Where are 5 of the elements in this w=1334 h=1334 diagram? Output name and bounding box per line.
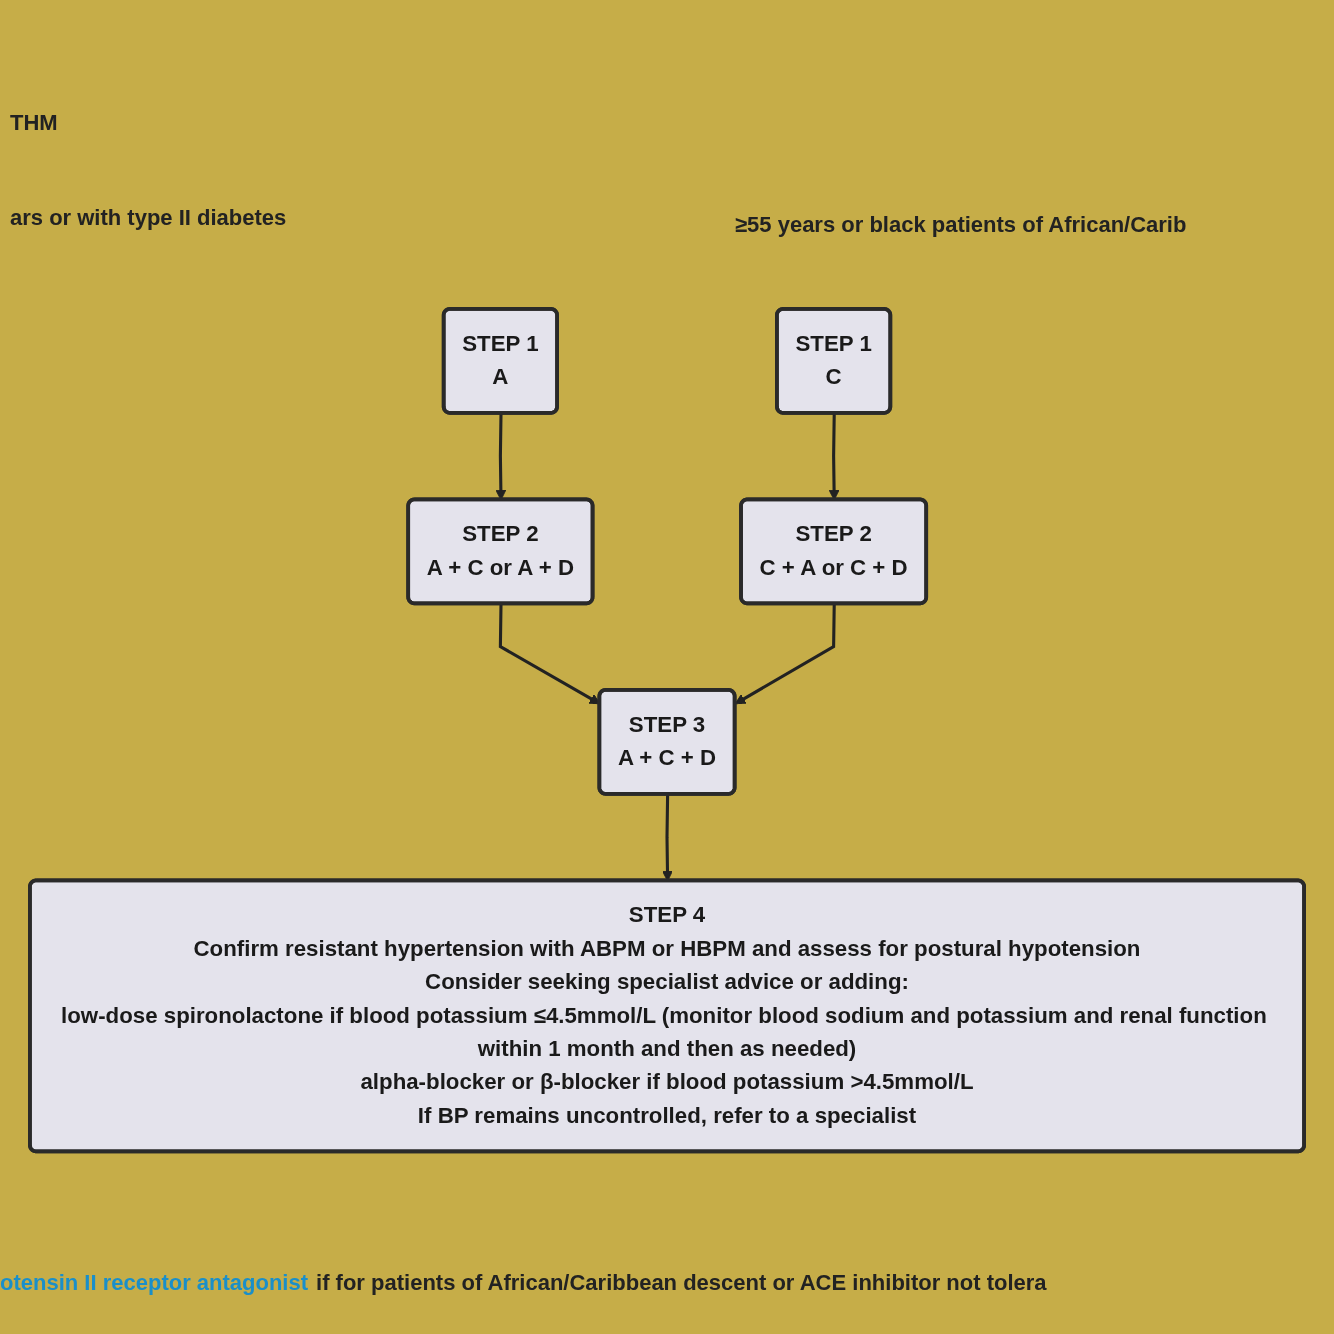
footnote-text: otensin II receptor antagonist <box>0 1270 309 1295</box>
column-heading: ≥55 years or black patients of African/Carib <box>735 212 1187 238</box>
title-text: THM <box>10 110 58 136</box>
footnote-text: if for patients of African/Caribbean descent or ACE inhibitor not tolera <box>316 1270 1047 1295</box>
column-heading: ars or with type II diabetes <box>10 205 287 231</box>
